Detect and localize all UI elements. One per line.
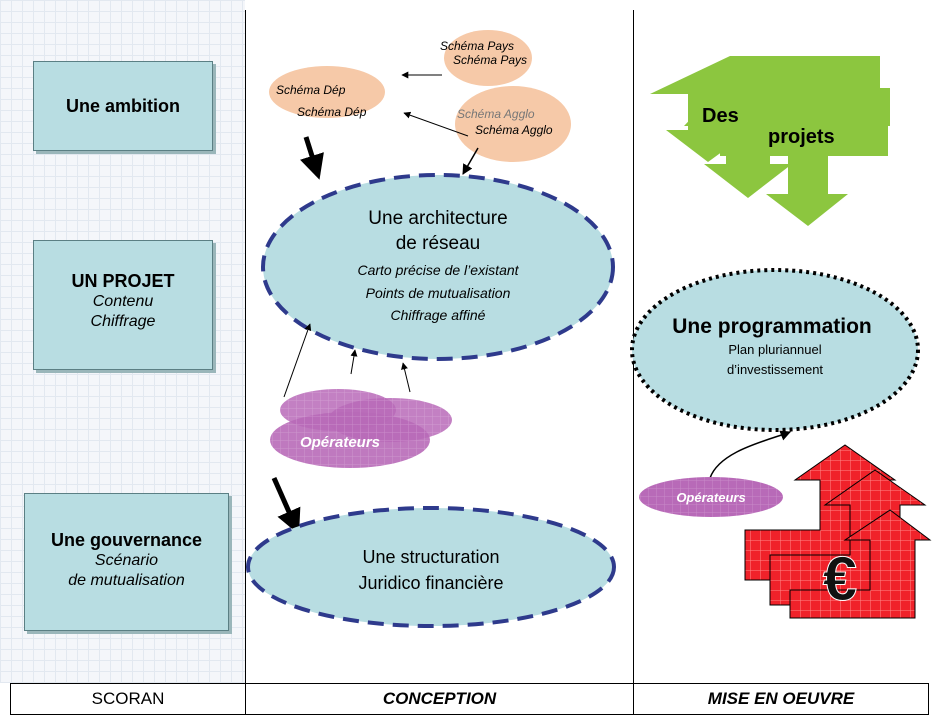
footer-scoran: SCORAN — [10, 683, 246, 715]
ambition-box: Une ambition — [33, 61, 213, 151]
schema-dep-group: Schéma Dép Schéma Dép — [269, 66, 385, 119]
architecture-ellipse: Une architecture de réseau Carto précise… — [261, 173, 615, 361]
footer-conception: CONCEPTION — [245, 683, 634, 715]
ambition-title: Une ambition — [65, 96, 180, 116]
operateurs-cluster: Opérateurs — [270, 389, 452, 468]
programmation-title: Une programmation — [672, 315, 872, 338]
operateurs-main-label: Opérateurs — [300, 434, 380, 451]
footer-mise-en-oeuvre-label: MISE EN OEUVRE — [707, 689, 855, 708]
architecture-item-chiffrage: Chiffrage affiné — [391, 307, 486, 323]
gouvernance-line-mutualisation: de mutualisation — [68, 572, 185, 589]
separator-left — [245, 10, 246, 683]
projets-arrows: Des projets — [650, 56, 890, 226]
schema-pays-group: Schéma Pays Schéma Pays — [440, 30, 532, 86]
structuration-line-1: Une structuration — [362, 547, 499, 567]
gouvernance-title: Une gouvernance — [50, 530, 203, 550]
gouvernance-box: Une gouvernance Scénario de mutualisatio… — [24, 493, 229, 631]
architecture-title-1: Une architecture — [368, 208, 507, 229]
projet-box: UN PROJET Contenu Chiffrage — [33, 240, 213, 370]
gouvernance-line-scenario: Scénario — [94, 552, 159, 569]
schema-dep-front: Schéma Dép — [297, 105, 367, 119]
schema-dep-back: Schéma Dép — [276, 83, 346, 97]
projets-word-des: Des — [702, 105, 739, 127]
programmation-ellipse: Une programmation Plan pluriannuel d’inv… — [630, 268, 920, 432]
footer-mise-en-oeuvre: MISE EN OEUVRE — [633, 683, 929, 715]
architecture-item-carto: Carto précise de l’existant — [357, 262, 519, 278]
arrow-agglo-to-dep — [403, 111, 469, 137]
architecture-title-2: de réseau — [396, 233, 481, 254]
arrow-operateurs-up-2 — [350, 349, 358, 375]
footer-conception-label: CONCEPTION — [382, 689, 497, 708]
footer-scoran-label: SCORAN — [91, 689, 165, 708]
programmation-line-1: Plan pluriannuel — [728, 342, 821, 357]
projet-title: UN PROJET — [71, 271, 175, 291]
arrow-operateurs-up-1 — [283, 323, 312, 398]
projet-line-contenu: Contenu — [92, 293, 154, 310]
arrow-agglo-to-architecture — [462, 147, 479, 175]
schema-agglo-group: Schéma Agglo Schéma Agglo — [455, 86, 571, 162]
arrow-to-structuration — [271, 476, 301, 535]
euro-symbol: € — [823, 545, 857, 614]
structuration-line-2: Juridico financière — [358, 573, 503, 593]
projet-line-chiffrage: Chiffrage — [90, 313, 156, 330]
arrow-operateurs-up-3 — [401, 362, 411, 393]
euro-arrows: € — [744, 444, 932, 619]
operateurs-small-ellipse: Opérateurs — [639, 477, 783, 517]
architecture-item-points: Points de mutualisation — [366, 285, 511, 301]
schema-pays-front: Schéma Pays — [453, 53, 527, 67]
projets-word-projets: projets — [768, 126, 835, 148]
arrow-operateurs-programmation — [701, 430, 791, 489]
structuration-ellipse: Une structuration Juridico financière — [246, 506, 616, 628]
programmation-line-2: d’investissement — [727, 362, 823, 377]
operateurs-small-label: Opérateurs — [676, 490, 745, 505]
arrow-dep-to-architecture — [300, 136, 324, 180]
schema-agglo-back: Schéma Agglo — [457, 107, 535, 121]
schema-agglo-front: Schéma Agglo — [475, 123, 553, 137]
diagram-canvas: Schéma Dép Schéma Dép Schéma Pays Schéma… — [246, 30, 932, 628]
schema-pays-back: Schéma Pays — [440, 39, 514, 53]
